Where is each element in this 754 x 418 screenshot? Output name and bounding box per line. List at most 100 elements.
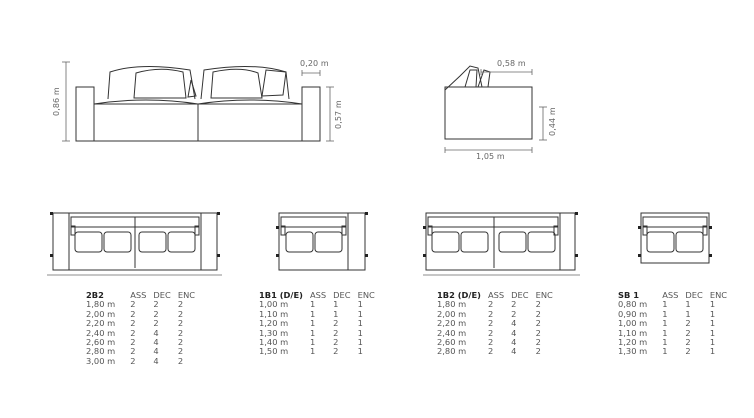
ass-cell: 1 <box>662 308 668 319</box>
dec-cell: 2 <box>153 308 159 319</box>
dec-cell: 4 <box>511 337 517 348</box>
enc-cell: 1 <box>709 318 716 329</box>
ass-cell: 1 <box>309 346 316 357</box>
length-cell: 1,00 m <box>618 318 648 329</box>
dec-cell: 2 <box>333 346 339 357</box>
ass-cell: 1 <box>309 337 316 348</box>
length-cell: 0,80 m <box>618 299 648 310</box>
length-cell: 2,00 m <box>86 308 116 319</box>
enc-cell: 1 <box>357 327 363 338</box>
length-cell: 1,10 m <box>259 308 289 319</box>
dec-cell: 2 <box>333 337 339 348</box>
dec-cell: 4 <box>511 318 517 329</box>
dim-arm-height: 0,57 m <box>334 100 343 129</box>
enc-cell: 2 <box>535 318 541 329</box>
plan-1b2 <box>423 212 580 276</box>
spec-header-row: 2B2 ASS DEC ENC <box>86 290 196 300</box>
enc-cell: 1 <box>357 337 363 348</box>
col-ass: ASS <box>662 290 679 300</box>
ass-cell: 1 <box>662 346 668 357</box>
length-cell: 1,30 m <box>259 327 289 338</box>
dec-cell: 1 <box>333 299 339 310</box>
length-cell: 1,00 m <box>259 299 289 310</box>
ass-cell: 1 <box>662 337 668 348</box>
spec-row: 1,00 m 1 1 1 <box>259 299 375 310</box>
length-cell: 1,40 m <box>259 337 289 348</box>
length-cell: 1,20 m <box>259 318 289 329</box>
enc-cell: 2 <box>535 346 541 357</box>
dec-cell: 2 <box>333 327 339 338</box>
dec-cell: 2 <box>685 337 691 348</box>
plan-sb1 <box>638 212 712 264</box>
ass-cell: 1 <box>309 318 316 329</box>
dim-arm-width: 0,20 m <box>300 59 329 68</box>
ass-cell: 1 <box>662 299 668 310</box>
model-name: 1B1 (D/E) <box>259 290 303 300</box>
dec-cell: 1 <box>333 308 339 319</box>
ass-cell: 2 <box>487 308 494 319</box>
plan-1b1 <box>276 212 368 271</box>
length-cell: 2,60 m <box>437 337 467 348</box>
dim-total-depth: 1,05 m <box>476 152 505 161</box>
ass-cell: 2 <box>487 327 494 338</box>
dec-cell: 2 <box>153 318 159 329</box>
enc-cell: 2 <box>535 337 541 348</box>
spec-header-row: 1B2 (D/E) ASS DEC ENC <box>437 290 553 300</box>
dec-cell: 2 <box>685 327 691 338</box>
spec-header-row: SB 1 ASS DEC ENC <box>618 290 728 300</box>
ass-cell: 1 <box>309 308 316 319</box>
enc-cell: 1 <box>709 308 716 319</box>
col-ass: ASS <box>130 290 147 300</box>
model-name: SB 1 <box>618 290 639 300</box>
col-ass: ASS <box>487 290 505 300</box>
enc-cell: 2 <box>535 327 541 338</box>
dec-cell: 2 <box>685 318 691 329</box>
length-cell: 1,10 m <box>618 327 648 338</box>
spec-row: 1,40 m 1 2 1 <box>259 337 375 348</box>
enc-cell: 2 <box>177 299 184 310</box>
length-cell: 2,60 m <box>86 337 116 348</box>
col-dec: DEC <box>685 290 703 300</box>
dec-cell: 1 <box>685 299 691 310</box>
ass-cell: 2 <box>130 318 136 329</box>
col-dec: DEC <box>511 290 529 300</box>
ass-cell: 2 <box>130 299 136 310</box>
length-cell: 0,90 m <box>618 308 648 319</box>
dec-cell: 4 <box>153 337 159 348</box>
col-ass: ASS <box>309 290 327 300</box>
enc-cell: 1 <box>357 299 363 310</box>
ass-cell: 2 <box>130 337 136 348</box>
dec-cell: 2 <box>333 318 339 329</box>
enc-cell: 2 <box>177 337 184 348</box>
dim-total-height: 0,86 m <box>52 87 61 116</box>
dec-cell: 2 <box>153 299 159 310</box>
dec-cell: 4 <box>511 346 517 357</box>
ass-cell: 1 <box>662 318 668 329</box>
col-enc: ENC <box>709 290 728 300</box>
dec-cell: 2 <box>685 346 691 357</box>
ass-cell: 2 <box>487 346 494 357</box>
enc-cell: 2 <box>177 318 184 329</box>
length-cell: 2,40 m <box>86 327 116 338</box>
enc-cell: 1 <box>709 327 716 338</box>
enc-cell: 2 <box>177 355 184 366</box>
col-enc: ENC <box>177 290 196 300</box>
ass-cell: 2 <box>487 299 494 310</box>
ass-cell: 1 <box>309 299 316 310</box>
dec-cell: 4 <box>153 355 159 366</box>
